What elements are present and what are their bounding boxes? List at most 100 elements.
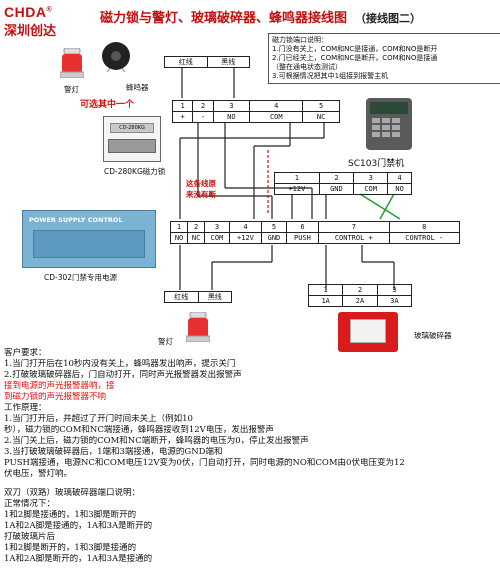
lock-terminal-number: 1 <box>171 100 194 112</box>
lock-terminal-label: NO <box>212 111 251 123</box>
bottom-light-red-wire: 红线 <box>164 291 199 303</box>
glass-breaker-label: 玻璃破碎器 <box>414 331 452 340</box>
note-line: 3.可根据情况把其中1组接到报警主机 <box>272 72 389 80</box>
brand-logo: CHDA® <box>4 4 53 20</box>
bottom-light-table: 红线黑线 <box>164 291 232 303</box>
controller-terminal-number: 2 <box>318 172 355 184</box>
power-terminal-number: 6 <box>285 221 320 233</box>
buzzer-label: 蜂鸣器 <box>126 83 149 92</box>
power-terminal-number: 8 <box>388 221 461 233</box>
glass-terminal-label: 2A <box>342 295 378 307</box>
alarm-light-top-icon <box>59 47 85 79</box>
original-wire-note-line2: 来没有断 <box>186 190 216 199</box>
power-terminal-number: 7 <box>318 221 390 233</box>
lock-terminal-number: 5 <box>302 100 340 112</box>
lock-terminal-number: 4 <box>249 100 304 112</box>
top-light-red-wire: 红线 <box>164 56 208 68</box>
lock-terminal-label: - <box>192 111 214 123</box>
requirement-item: 2.打破玻璃破碎器后，门自动打开，同时声光报警器发出报警声 <box>4 370 242 380</box>
original-wire-note-line1: 这条线原 <box>186 179 216 188</box>
access-controller-label: SC103门禁机 <box>348 159 405 169</box>
power-supply-panel-title: POWER SUPPLY CONTROL <box>29 216 123 224</box>
glass-ports-item: 1A和2A脚是断开的，1A和3A是接通的 <box>4 554 153 564</box>
page-subtitle: （接线图二） <box>355 12 422 25</box>
requirements-heading: 客户要求： <box>4 348 47 358</box>
alarm-light-bottom-label: 警灯 <box>158 337 173 346</box>
requirement-highlight: 到磁力锁的声光报警器不响 <box>4 392 107 402</box>
maglock-icon: CD-280KG <box>103 116 161 162</box>
access-controller-icon <box>366 98 412 150</box>
glass-ports-item: 1和2脚是断开的，1和3脚是接通的 <box>4 543 137 553</box>
power-terminal-number: 5 <box>261 221 287 233</box>
top-light-black-wire: 黑线 <box>206 56 250 68</box>
maglock-label: CD-280KG磁力锁 <box>104 167 166 176</box>
principle-item: 秒），磁力锁的COM和NC端接通，蜂鸣器接收到12V电压，发出报警声 <box>4 425 274 435</box>
note-line: （整在通电状态测试） <box>272 63 342 71</box>
power-terminal-label: NC <box>187 232 206 244</box>
lock-terminal-label: + <box>171 111 194 123</box>
glass-terminal-label: 3A <box>376 295 413 307</box>
description-text: 客户要求： 1.当门打开后在10秒内没有关上，蜂鸣器发出响声，提示关门 2.打破… <box>4 348 496 565</box>
controller-terminal-label: GND <box>318 183 355 195</box>
glass-terminal-number: 1 <box>307 284 344 296</box>
power-terminal-label: COM <box>204 232 230 244</box>
power-terminal-label: CONTROL + <box>318 232 390 244</box>
power-terminal-label: GND <box>261 232 287 244</box>
controller-terminal-label: COM <box>353 183 389 195</box>
glass-ports-broken: 打破玻璃片后 <box>4 532 56 542</box>
power-terminal-label: +12V <box>228 232 263 244</box>
principle-item: 2.当门关上后，磁力锁的COM和NC端断开，蜂鸣器的电压为0，停止发出报警声 <box>4 436 309 446</box>
requirement-highlight: 接到电源的声光报警器响，接 <box>4 381 115 391</box>
controller-terminal-number: 3 <box>353 172 389 184</box>
note-line: 1.门没有关上，COM和NC是接通，COM和NO是断开 <box>272 45 438 53</box>
glass-ports-item: 1和2脚是接通的，1和3脚是断开的 <box>4 510 137 520</box>
note-line: 2.门已经关上，COM和NC是断开，COM和NO是接通 <box>272 54 438 62</box>
lock-terminal-number: 3 <box>212 100 251 112</box>
principle-item: 伏电压，警灯响。 <box>4 469 73 479</box>
power-terminal-label: PUSH <box>285 232 320 244</box>
page-title: 磁力锁与警灯、玻璃破碎器、蜂鸣器接线图（接线图二） <box>100 11 422 26</box>
original-wire-note: 这条线原 来没有断 <box>186 178 216 200</box>
buzzer-icon <box>100 40 132 75</box>
glass-breaker-icon <box>338 312 398 352</box>
lock-terminal-number: 2 <box>192 100 214 112</box>
controller-terminal-number: 1 <box>274 172 320 184</box>
glass-ports-heading: 双刀（双路）玻璃破碎器端口说明： <box>4 488 141 498</box>
brand-name: 深圳创达 <box>4 24 57 39</box>
power-terminal-number: 1 <box>169 221 189 233</box>
alarm-light-top-label: 警灯 <box>64 85 79 94</box>
either-one-note: 可选其中一个 <box>80 100 135 110</box>
principle-item: 1.当门打开后，并超过了开门时间未关上（例如10 <box>4 414 193 424</box>
maglock-port-note: 磁力锁端口说明： 1.门没有关上，COM和NC是接通，COM和NO是断开 2.门… <box>268 33 500 84</box>
note-heading: 磁力锁端口说明： <box>272 36 328 44</box>
controller-terminal-number: 4 <box>387 172 412 184</box>
power-terminal-label: CONTROL - <box>388 232 461 244</box>
power-terminal-number: 3 <box>204 221 230 233</box>
glass-ports-item: 1A和2A脚是接通的，1A和3A是断开的 <box>4 521 153 531</box>
power-supply-icon: POWER SUPPLY CONTROL <box>22 210 156 268</box>
top-light-table: 红线黑线 <box>164 56 250 68</box>
maglock-body-badge: CD-280KG <box>110 123 154 133</box>
power-terminal-label: NO <box>169 232 189 244</box>
glass-terminal-label: 1A <box>307 295 344 307</box>
bottom-light-black-wire: 黑线 <box>197 291 232 303</box>
power-terminal-number: 4 <box>228 221 263 233</box>
controller-terminal-label: NO <box>387 183 412 195</box>
principle-heading: 工作原理： <box>4 403 47 413</box>
lock-terminal-label: NC <box>302 111 340 123</box>
principle-item: PUSH端接通，电源NC和COM电压12V变为0伏，门自动打开，同时电源的NO和… <box>4 458 405 468</box>
lock-terminal-label: COM <box>249 111 304 123</box>
glass-terminal-number: 2 <box>342 284 378 296</box>
glass-terminal-number: 3 <box>376 284 413 296</box>
principle-item: 3.当打破玻璃破碎器后，1端和3端接通，电源的GND端和 <box>4 447 223 457</box>
glass-ports-normal: 正常情况下： <box>4 499 56 509</box>
power-supply-label: CD-302门禁专用电源 <box>44 273 118 282</box>
controller-terminal-label: +12V <box>274 183 320 195</box>
requirement-item: 1.当门打开后在10秒内没有关上，蜂鸣器发出响声，提示关门 <box>4 359 236 369</box>
alarm-light-bottom-icon <box>185 311 211 343</box>
power-terminal-number: 2 <box>187 221 206 233</box>
